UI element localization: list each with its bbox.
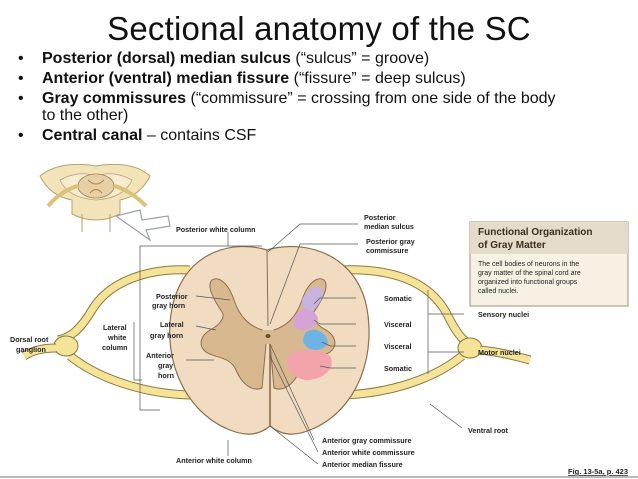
info-box-body-line: The cell bodies of neurons in the <box>478 261 579 268</box>
info-box-body-line: gray matter of the spinal cord are <box>478 270 581 277</box>
bullet-term: Anterior (ventral) median fissure <box>42 70 290 87</box>
label-lateral-white-column-2: white <box>107 333 126 342</box>
label-anterior-gray-horn-2: gray <box>158 361 173 370</box>
label-posterior-median-sulcus: Posterior <box>364 213 396 222</box>
bullet-term: Central canal <box>42 127 143 144</box>
visceral-sensory-nuclei <box>293 309 318 331</box>
label-visceral-sensory: Visceral <box>384 320 411 329</box>
central-canal <box>265 334 271 338</box>
label-posterior-median-sulcus-2: median sulcus <box>364 222 414 231</box>
functional-organization-box: Functional Organization of Gray Matter T… <box>469 221 629 307</box>
bullet-central-canal: Central canal – contains CSF <box>14 127 629 145</box>
label-lateral-white-column: Lateral <box>103 323 127 332</box>
info-box-title-2: of Gray Matter <box>478 240 546 251</box>
info-box-body-line: organized into functional groups <box>478 279 578 286</box>
label-ventral-root: Ventral root <box>468 426 509 435</box>
label-anterior-white-column: Anterior white column <box>176 456 252 465</box>
bullet-anterior-median-fissure: Anterior (ventral) median fissure (“fiss… <box>14 70 629 88</box>
bullet-text: (“sulcus” = groove) <box>290 50 430 67</box>
bullet-text-continued: to the other) <box>42 107 129 124</box>
zoom-arrow-icon <box>114 209 171 242</box>
label-anterior-gray-horn-3: horn <box>158 371 174 380</box>
label-lateral-gray-horn: Lateral <box>160 320 184 329</box>
label-lateral-white-column-3: column <box>102 343 128 352</box>
bullet-term: Gray commissures <box>42 90 187 107</box>
label-anterior-median-fissure: Anterior median fissure <box>322 460 403 469</box>
info-box-body-line: called nuclei. <box>478 288 519 295</box>
leader-lines <box>133 223 464 465</box>
left-nerve-roots <box>21 265 201 400</box>
label-anterior-gray-commissure: Anterior gray commissure <box>322 436 411 445</box>
figure-caption: Fig. 13-5a, p. 423 <box>568 467 628 476</box>
bullet-posterior-median-sulcus: Posterior (dorsal) median sulcus (“sulcu… <box>14 50 629 68</box>
vertebra-thumbnail <box>39 163 151 232</box>
label-lateral-gray-horn-2: gray horn <box>150 331 183 340</box>
bullet-text: (“commissure” = crossing from one side o… <box>186 90 556 107</box>
bullet-list: Posterior (dorsal) median sulcus (“sulcu… <box>14 50 629 147</box>
somatic-sensory-nuclei <box>301 286 324 312</box>
label-anterior-gray-horn: Anterior <box>146 351 174 360</box>
label-posterior-gray-commissure-2: commissure <box>366 246 408 255</box>
label-dorsal-root-ganglion-2: ganglion <box>16 345 46 354</box>
somatic-motor-nuclei <box>286 350 332 380</box>
label-visceral-motor: Visceral <box>384 342 411 351</box>
label-sensory-nuclei: Sensory nuclei <box>478 310 529 319</box>
label-posterior-white-column: Posterior white column <box>176 225 255 234</box>
posterior-median-sulcus <box>266 249 269 327</box>
label-anterior-white-commissure: Anterior white commissure <box>322 448 415 457</box>
label-posterior-gray-horn: Posterior <box>156 292 188 301</box>
bullet-text: (“fissure” = deep sulcus) <box>289 70 466 87</box>
bullet-gray-commissures: Gray commissures (“commissure” = crossin… <box>14 90 629 124</box>
visceral-motor-nuclei <box>303 329 328 350</box>
label-posterior-gray-commissure: Posterior gray <box>366 237 415 246</box>
bullet-term: Posterior (dorsal) median sulcus <box>42 50 291 67</box>
info-box-title: Functional Organization <box>478 227 592 238</box>
label-dorsal-root-ganglion: Dorsal root <box>10 335 49 344</box>
bullet-text: – contains CSF <box>142 127 257 144</box>
label-somatic-motor: Somatic <box>384 364 412 373</box>
slide-title: Sectional anatomy of the SC <box>107 10 531 47</box>
dorsal-root-ganglion <box>53 335 79 357</box>
label-somatic-sensory: Somatic <box>384 294 412 303</box>
label-posterior-gray-horn-2: gray horn <box>152 301 185 310</box>
label-motor-nuclei: Motor nuclei <box>478 348 521 357</box>
